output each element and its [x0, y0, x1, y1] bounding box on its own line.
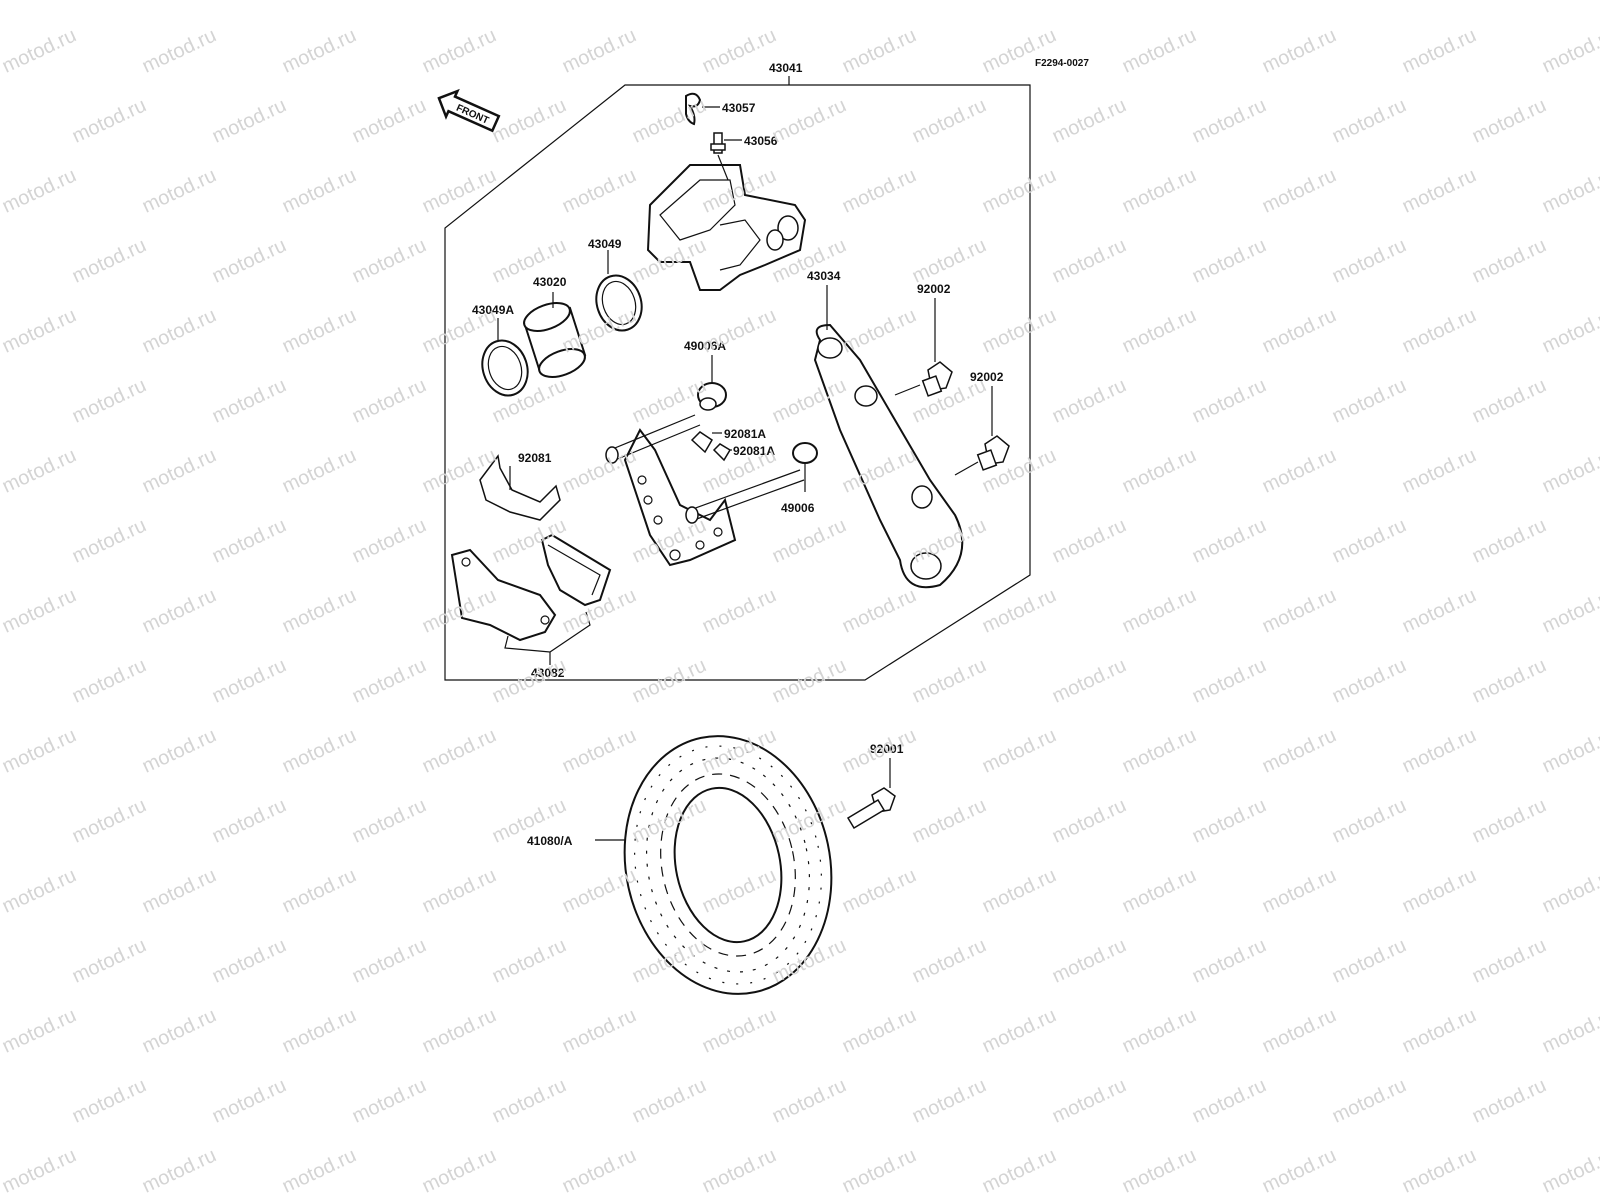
part-41080A-brake-disc: 41080/A: [527, 735, 833, 995]
part-label-41080A: 41080/A: [527, 834, 573, 848]
part-label-92002-upper: 92002: [917, 282, 951, 296]
part-92002-upper: 92002: [894, 282, 953, 397]
part-label-43041: 43041: [769, 61, 803, 75]
part-label-92081: 92081: [518, 451, 552, 465]
part-caliper-body: [646, 154, 807, 291]
front-arrow: FRONT: [437, 88, 501, 133]
part-92001: 92001: [846, 742, 904, 830]
part-label-43049A: 43049A: [472, 303, 514, 317]
part-49006: 49006: [781, 442, 818, 515]
part-label-43082: 43082: [531, 666, 565, 680]
part-43057: 43057: [685, 92, 756, 126]
figure-code: F2294-0027: [1035, 58, 1089, 69]
part-92002-lower: 92002: [954, 370, 1010, 476]
part-43049: 43049: [588, 237, 643, 332]
assembly-outline: [444, 84, 1031, 681]
part-label-43049: 43049: [588, 237, 622, 251]
part-label-92081A-lower: 92081A: [733, 444, 775, 458]
part-label-92001: 92001: [870, 742, 904, 756]
part-label-49006: 49006: [781, 501, 815, 515]
part-label-43057: 43057: [722, 101, 756, 115]
part-92081: 92081: [479, 451, 561, 521]
part-label-43020: 43020: [533, 275, 567, 289]
part-43049A: 43049A: [472, 303, 529, 397]
part-43056: 43056: [710, 132, 778, 154]
part-92081A-upper: 92081A: [690, 427, 766, 454]
part-label-92081A-upper: 92081A: [724, 427, 766, 441]
part-label-43034: 43034: [807, 269, 841, 283]
part-49006A: 49006A: [684, 339, 727, 411]
part-43082: 43082: [450, 533, 612, 680]
part-caliper-bracket: [605, 414, 805, 567]
part-label-92002-lower: 92002: [970, 370, 1004, 384]
part-label-43056: 43056: [744, 134, 778, 148]
part-label-49006A: 49006A: [684, 339, 726, 353]
part-43020: 43020: [523, 275, 587, 378]
part-43034: 43034: [807, 269, 964, 589]
part-92081A-lower: 92081A: [712, 443, 775, 462]
